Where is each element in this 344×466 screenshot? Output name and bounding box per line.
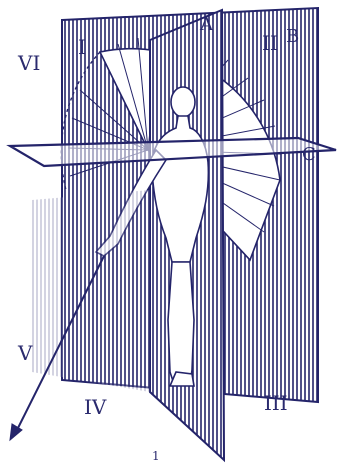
label-c: C <box>302 144 316 165</box>
label-a: A <box>199 14 214 35</box>
figure-caption: 1 <box>152 449 160 463</box>
label-ii: II <box>262 31 278 55</box>
front-plane-left <box>32 190 150 392</box>
label-v: V <box>17 341 33 365</box>
label-iii: III <box>264 391 288 415</box>
label-b: B <box>286 26 299 47</box>
label-vi: VI <box>17 51 40 75</box>
label-i: I <box>78 35 86 59</box>
label-iv: IV <box>84 395 107 419</box>
